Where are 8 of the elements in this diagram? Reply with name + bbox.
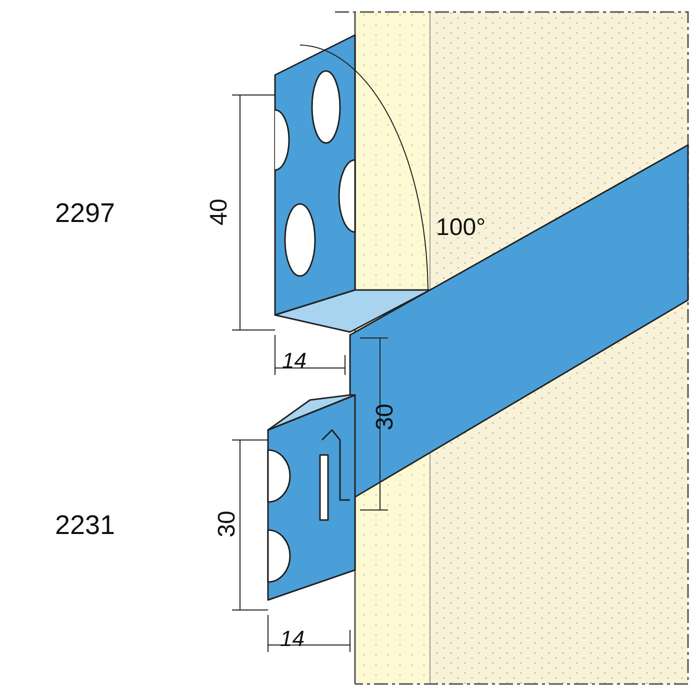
part-number: 2231	[55, 512, 116, 539]
dimension-value: 30	[215, 510, 240, 538]
angle-value: 100°	[436, 216, 486, 240]
dimension-value: 40	[207, 198, 232, 226]
dimension-value: 14	[282, 350, 306, 372]
dimension-value: 30	[373, 404, 398, 430]
part-number: 2297	[55, 200, 116, 227]
dimension-value: 14	[280, 628, 304, 650]
